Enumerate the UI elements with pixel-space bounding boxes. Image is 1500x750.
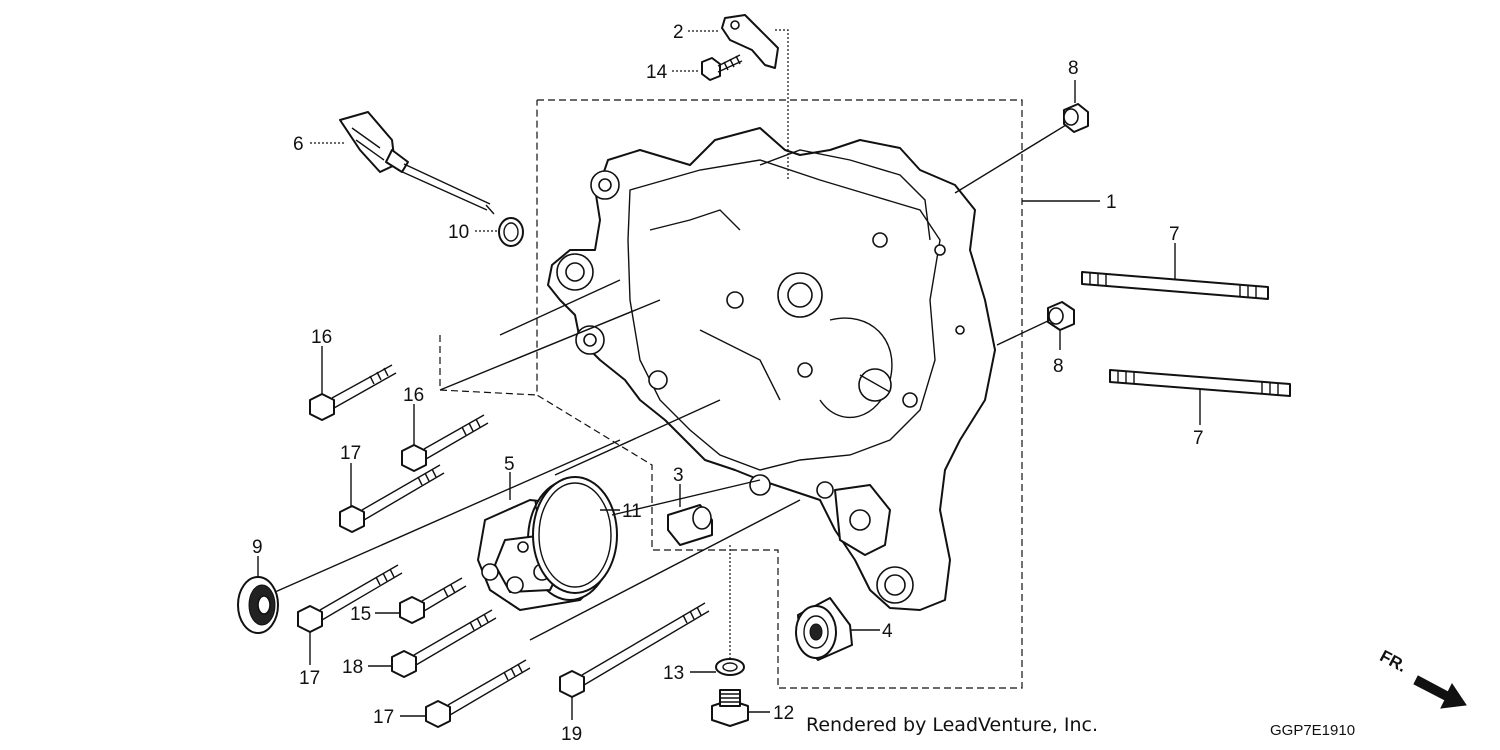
bolt-18[interactable]: [391, 609, 497, 678]
callout-16-upper: 16: [311, 327, 332, 348]
bolt-19[interactable]: [559, 602, 710, 698]
dowel-pin-lower[interactable]: [1047, 301, 1075, 331]
bolt-15[interactable]: [399, 577, 467, 624]
callout-8-upper: 8: [1068, 58, 1079, 79]
crankcase-cover[interactable]: [547, 127, 996, 611]
render-credit: Rendered by LeadVenture, Inc.: [806, 714, 1098, 736]
callout-14: 14: [646, 62, 668, 83]
callout-labels: 1 2 3 4 5 6 7 7 8 8 9 10 11 12 13 14 15 …: [252, 22, 1204, 745]
callout-7-lower: 7: [1193, 428, 1204, 449]
callout-4: 4: [882, 621, 893, 642]
bolt-16-upper[interactable]: [309, 364, 397, 421]
callout-11: 11: [622, 501, 642, 522]
bracket[interactable]: [721, 14, 779, 69]
bolt-16-lower[interactable]: [401, 414, 489, 472]
bolt-14[interactable]: [701, 54, 743, 81]
stud-lower[interactable]: [1109, 369, 1291, 397]
callout-17-middle: 17: [299, 668, 320, 689]
callout-1: 1: [1106, 192, 1117, 213]
bolt-17-middle[interactable]: [297, 564, 403, 633]
o-ring[interactable]: [498, 217, 524, 247]
bearing[interactable]: [795, 597, 853, 661]
callout-7-upper: 7: [1169, 224, 1180, 245]
gasket[interactable]: [532, 476, 618, 594]
leader-lines: [257, 29, 1201, 720]
bolt-17-upper[interactable]: [339, 464, 445, 533]
callout-12: 12: [773, 703, 794, 724]
callout-19: 19: [561, 724, 582, 745]
dipstick[interactable]: [339, 111, 495, 215]
callout-5: 5: [504, 454, 515, 475]
front-direction-indicator: FR.: [1377, 646, 1467, 709]
washer[interactable]: [715, 658, 745, 676]
callout-16-lower: 16: [403, 385, 424, 406]
callout-13: 13: [663, 663, 684, 684]
collar[interactable]: [667, 504, 713, 546]
diagram-code: GGP7E1910: [1270, 722, 1355, 739]
arrow-right-icon: [1413, 675, 1467, 709]
callout-9: 9: [252, 537, 263, 558]
bolt-17-lower[interactable]: [425, 659, 531, 728]
callout-3: 3: [673, 465, 684, 486]
drain-bolt[interactable]: [711, 689, 749, 727]
front-label: FR.: [1377, 646, 1410, 676]
callout-2: 2: [673, 22, 684, 43]
callout-17-lower: 17: [373, 707, 394, 728]
callout-15: 15: [350, 604, 371, 625]
callout-10: 10: [448, 222, 469, 243]
callout-18: 18: [342, 657, 363, 678]
callout-17-upper: 17: [340, 443, 361, 464]
dowel-pin-upper[interactable]: [1063, 103, 1089, 133]
callout-6: 6: [293, 134, 304, 155]
callout-8-lower: 8: [1053, 356, 1064, 377]
stud-upper[interactable]: [1081, 271, 1269, 300]
oil-seal[interactable]: [237, 576, 279, 634]
